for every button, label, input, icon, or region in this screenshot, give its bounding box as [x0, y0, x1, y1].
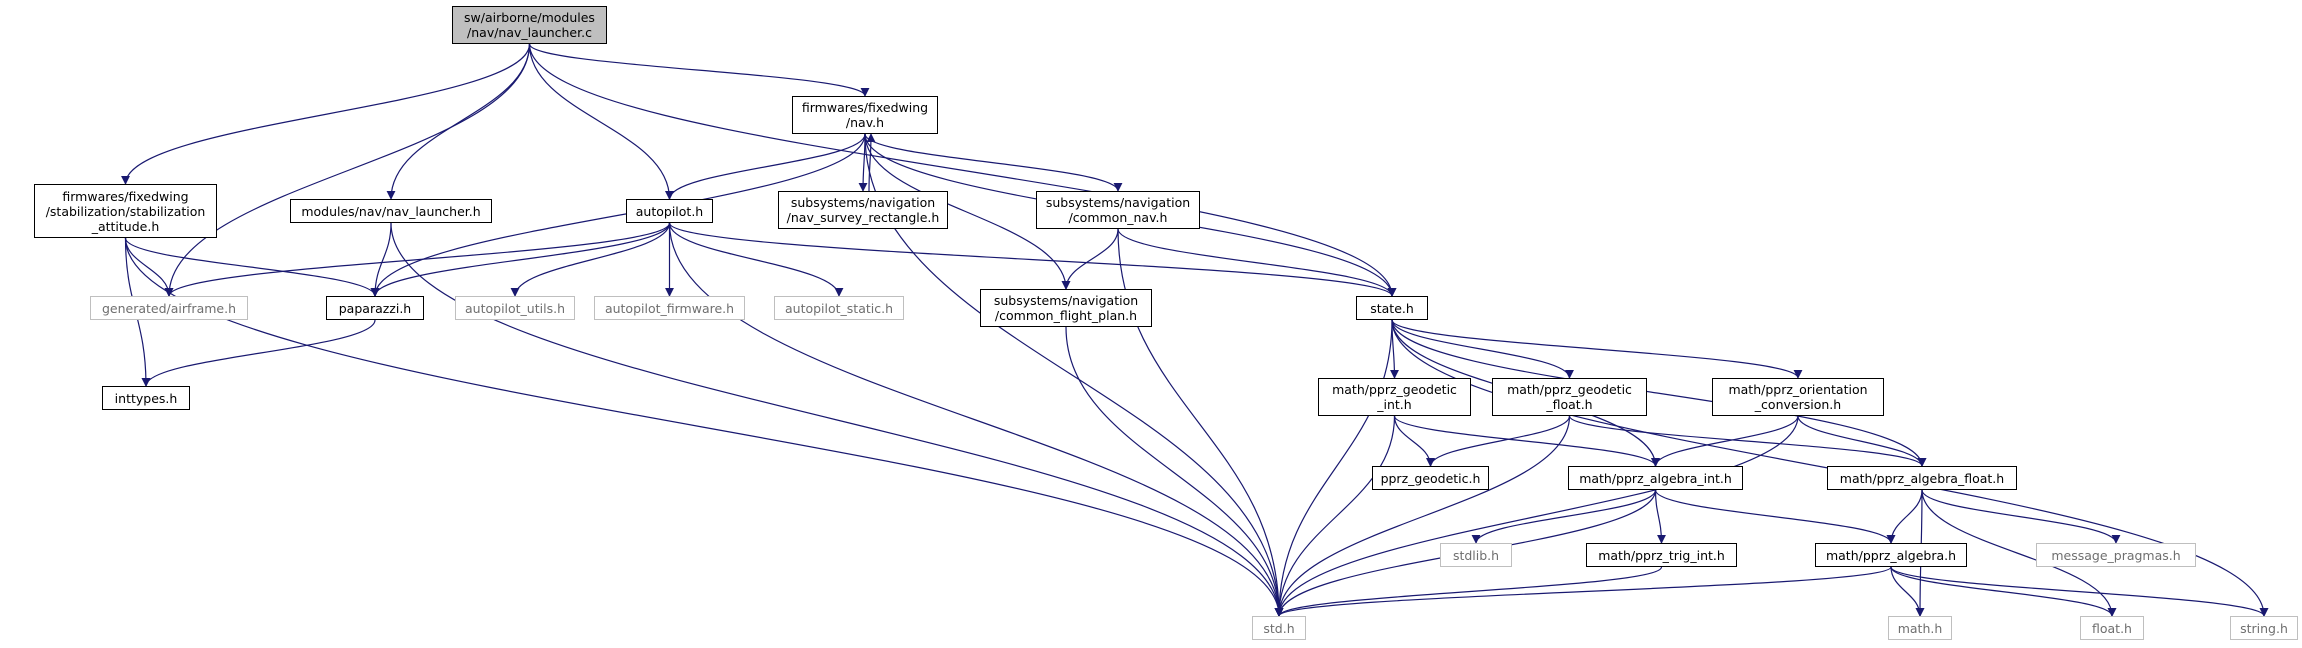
node-generated-airframe-h: generated/airframe.h: [90, 296, 248, 320]
node-common-nav-h[interactable]: subsystems/navigation /common_nav.h: [1036, 191, 1200, 229]
node-autopilot-firmware-h: autopilot_firmware.h: [594, 296, 745, 320]
edge-fw_stab-to-paparazzi: [124, 237, 380, 297]
node-pprz-algebra-float-h[interactable]: math/pprz_algebra_float.h: [1827, 466, 2017, 490]
node-std-h: std.h: [1252, 616, 1306, 640]
edge-autopilot-to-airframe: [164, 222, 671, 297]
edge-trig_int-to-std: [1274, 566, 1663, 617]
edge-autopilot-to-paparazzi: [370, 222, 671, 297]
edge-fw_stab-to-airframe: [124, 237, 174, 297]
edge-nav_launcher_h-to-paparazzi: [370, 222, 392, 297]
edge-nav_launcher_h-to-std: [390, 222, 1284, 617]
edge-state-to-alg_float: [1391, 319, 1927, 467]
edge-paparazzi-to-inttypes: [141, 319, 376, 387]
edge-state-to-orient: [1391, 319, 1803, 379]
node-message-pragmas-h: message_pragmas.h: [2036, 543, 2196, 567]
node-pprz-algebra-h[interactable]: math/pprz_algebra.h: [1815, 543, 1967, 567]
node-inttypes-h[interactable]: inttypes.h: [102, 386, 190, 410]
node-float-h: float.h: [2080, 616, 2144, 640]
edge-geo_float-to-alg_float: [1568, 415, 1927, 467]
node-state-h[interactable]: state.h: [1356, 296, 1428, 320]
node-stdlib-h: stdlib.h: [1440, 543, 1512, 567]
node-stabilization-attitude-h[interactable]: firmwares/fixedwing /stabilization/stabi…: [34, 184, 217, 238]
edge-alg_float-to-alg: [1886, 489, 1923, 544]
node-nav-launcher-h[interactable]: modules/nav/nav_launcher.h: [290, 199, 492, 223]
edge-geo_int-to-pprz_geodetic: [1393, 415, 1435, 467]
edge-fw_nav-to-common_nav: [864, 133, 1123, 192]
edge-alg_float-to-msg_pragmas: [1921, 489, 2121, 544]
edge-nav_survey-to-fw_nav: [866, 133, 876, 192]
edge-alg-to-float: [1890, 566, 2117, 617]
edge-alg_int-to-trig_int: [1654, 489, 1666, 544]
edge-root-to-autopilot: [528, 43, 674, 200]
edge-root-to-fw_stab: [121, 43, 531, 185]
edge-autopilot-to-ap_static: [668, 222, 844, 297]
node-pprz-orientation-conversion-h[interactable]: math/pprz_orientation _conversion.h: [1712, 378, 1884, 416]
node-pprz-algebra-int-h[interactable]: math/pprz_algebra_int.h: [1568, 466, 1743, 490]
node-pprz-geodetic-int-h[interactable]: math/pprz_geodetic _int.h: [1318, 378, 1471, 416]
node-nav-survey-rectangle-h[interactable]: subsystems/navigation /nav_survey_rectan…: [778, 191, 948, 229]
edge-geo_float-to-std: [1274, 415, 1571, 617]
edge-fw_nav-to-common_fp: [864, 133, 1071, 290]
edge-state-to-std: [1274, 319, 1393, 617]
edge-autopilot-to-std: [668, 222, 1284, 617]
edge-fw_nav-to-autopilot: [665, 133, 866, 200]
node-pprz-geodetic-float-h[interactable]: math/pprz_geodetic _float.h: [1492, 378, 1647, 416]
edge-alg-to-math: [1890, 566, 1925, 617]
edge-alg-to-string: [1890, 566, 2269, 617]
edge-common_nav-to-common_fp: [1061, 228, 1119, 290]
edge-geo_int-to-alg_int: [1393, 415, 1660, 467]
node-nav-launcher-c: sw/airborne/modules /nav/nav_launcher.c: [452, 6, 607, 44]
edge-root-to-state: [528, 43, 1397, 297]
edge-orient-to-std: [1274, 415, 1799, 617]
edge-common_nav-to-state: [1117, 228, 1397, 297]
node-pprz-trig-int-h[interactable]: math/pprz_trig_int.h: [1586, 543, 1737, 567]
edge-common_fp-to-std: [1065, 326, 1284, 617]
edge-autopilot-to-state: [668, 222, 1397, 297]
node-common-flight-plan-h[interactable]: subsystems/navigation /common_flight_pla…: [980, 289, 1152, 327]
node-autopilot-utils-h: autopilot_utils.h: [455, 296, 575, 320]
edge-root-to-airframe: [164, 43, 531, 297]
edge-orient-to-alg_int: [1651, 415, 1799, 467]
node-fixedwing-nav-h[interactable]: firmwares/fixedwing /nav.h: [792, 96, 938, 134]
edge-alg-to-std: [1274, 566, 1892, 617]
node-autopilot-static-h: autopilot_static.h: [774, 296, 904, 320]
edge-geo_float-to-pprz_geodetic: [1426, 415, 1571, 467]
edge-root-to-fw_nav: [528, 43, 870, 97]
edge-alg_int-to-alg: [1654, 489, 1896, 544]
edge-orient-to-alg_float: [1797, 415, 1927, 467]
edge-alg_float-to-float: [1921, 489, 2117, 617]
node-paparazzi-h[interactable]: paparazzi.h: [326, 296, 424, 320]
edge-alg_int-to-stdlib: [1471, 489, 1657, 544]
node-string-h: string.h: [2230, 616, 2298, 640]
edge-autopilot-to-ap_utils: [510, 222, 671, 297]
node-autopilot-h[interactable]: autopilot.h: [626, 199, 713, 223]
edge-fw_nav-to-paparazzi: [370, 133, 866, 297]
node-pprz-geodetic-h[interactable]: pprz_geodetic.h: [1372, 466, 1489, 490]
edge-geo_int-to-std: [1274, 415, 1396, 617]
node-math-h: math.h: [1888, 616, 1952, 640]
edge-state-to-geo_float: [1391, 319, 1574, 379]
